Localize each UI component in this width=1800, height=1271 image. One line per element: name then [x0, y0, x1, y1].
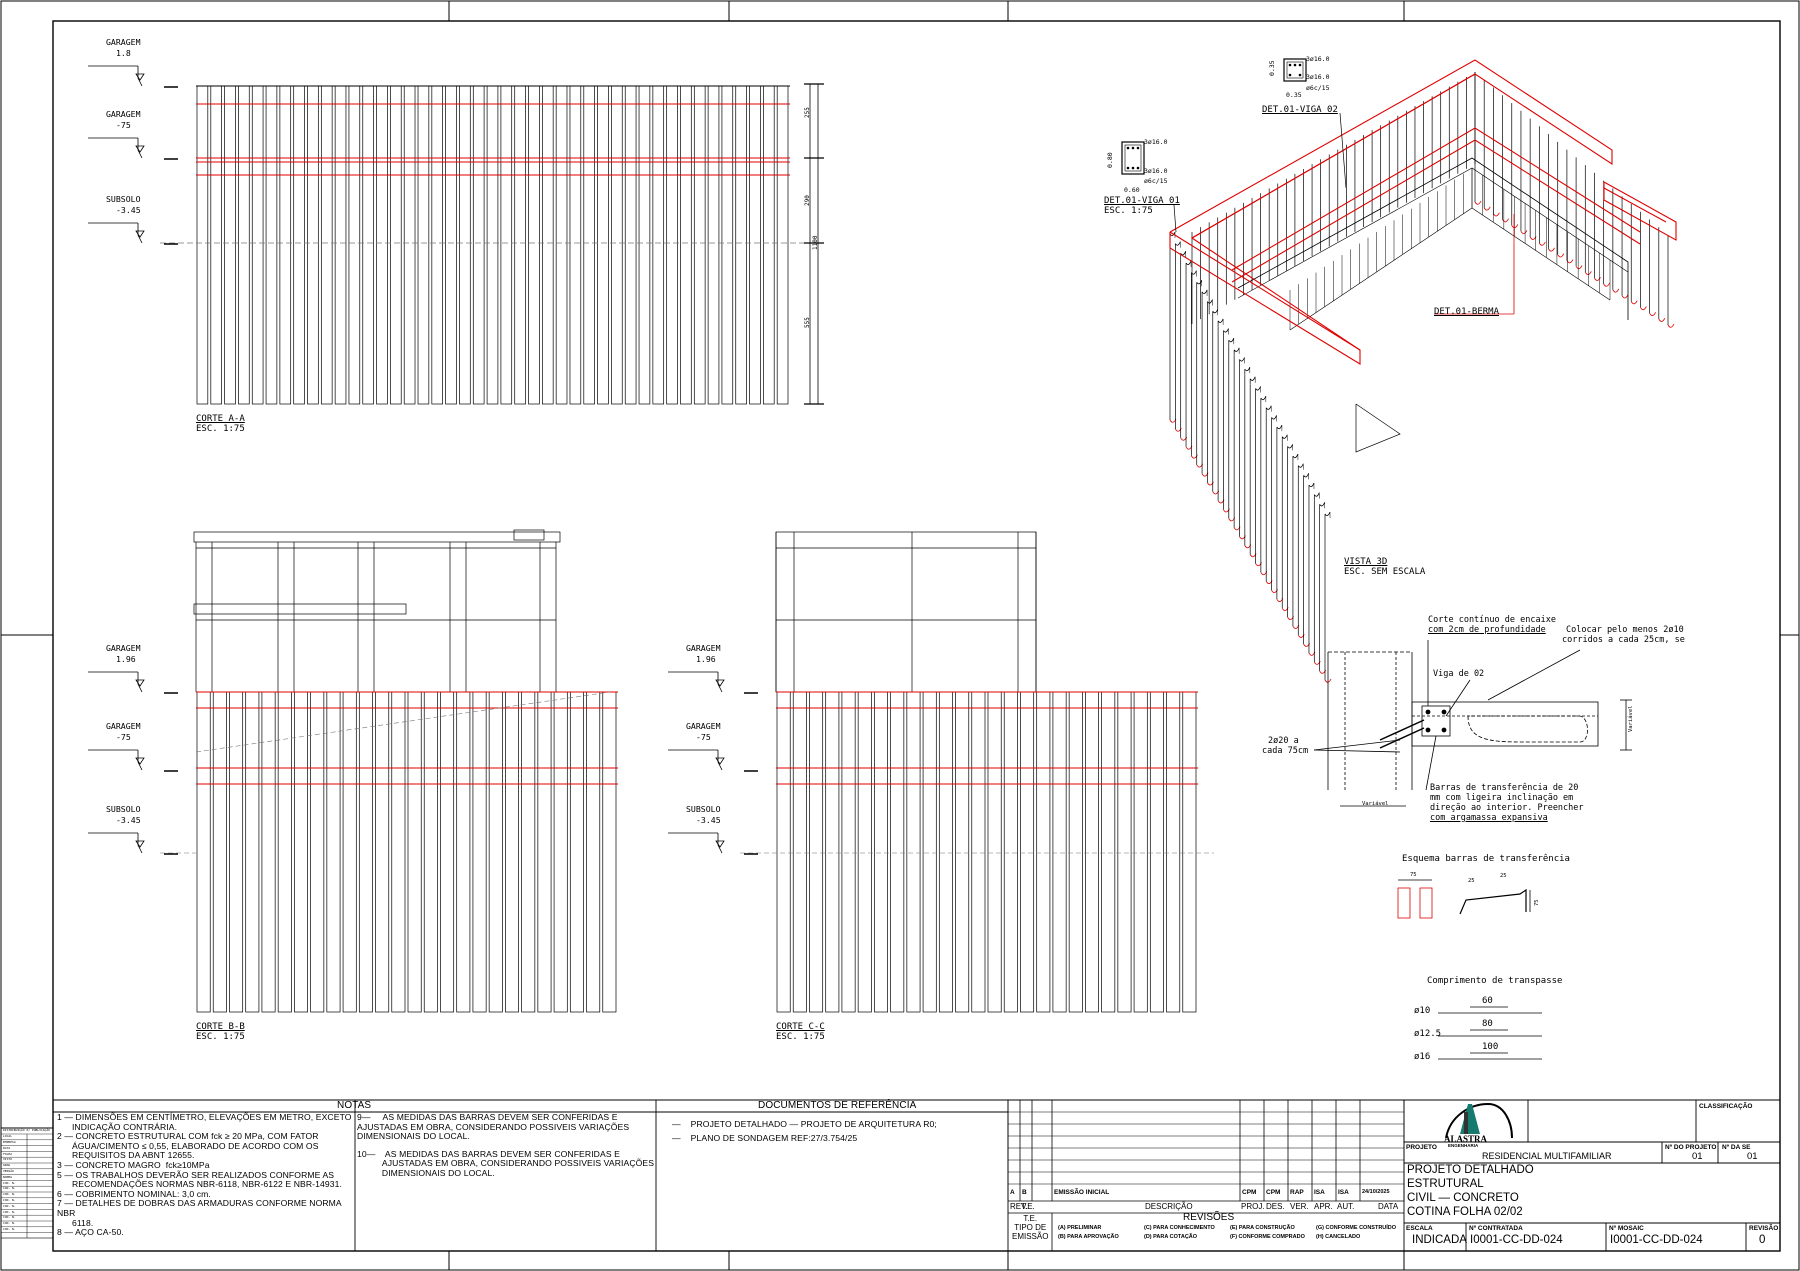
revision-header: VER. — [1290, 1202, 1309, 1211]
revision-cell: ISA — [1314, 1189, 1325, 1196]
docs-ref-header: DOCUMENTOS DE REFERÊNCIA — [758, 1100, 917, 1111]
section-b-b — [160, 529, 618, 1013]
nota-item: 5 — OS TRABALHOS DEVERÃO SER REALIZADOS … — [57, 1169, 343, 1190]
docs-ref-list: — PROJETO DETALHADO — PROJETO DE ARQUITE… — [672, 1117, 992, 1145]
vista-3d — [1121, 58, 1677, 683]
n-se-value: 01 — [1747, 1151, 1758, 1162]
section-c-c — [740, 531, 1214, 1013]
desc-3: CIVIL — CONCRETO — [1407, 1192, 1519, 1204]
alastra-logo-icon — [1445, 1102, 1513, 1139]
detail-joint — [1313, 640, 1632, 807]
revision-header: T.E. — [1021, 1202, 1035, 1211]
escala-label: ESCALA — [1406, 1225, 1433, 1232]
projeto-label: PROJETO — [1406, 1144, 1437, 1151]
logo-sub: ENGENHARIA — [1448, 1143, 1479, 1148]
n-projeto-label: Nº DO PROJETO — [1665, 1144, 1717, 1151]
escala-value: INDICADA — [1412, 1234, 1467, 1246]
nota-item: 10— AS MEDIDAS DAS BARRAS DEVEM SER CONF… — [357, 1148, 655, 1178]
nota-item: 6 — COBRIMENTO NOMINAL: 3,0 cm. — [57, 1188, 211, 1199]
revisao-label: REVISÃO — [1749, 1225, 1779, 1232]
revision-cell: CPM — [1242, 1189, 1257, 1196]
lap-length-table — [1438, 1006, 1542, 1060]
bottom-table-lines — [53, 1099, 1780, 1251]
revision-cell: 24/10/2025 — [1362, 1189, 1390, 1195]
emission-type: (D) PARA COTAÇÃO — [1144, 1234, 1198, 1240]
doc-ref-item: — PROJETO DETALHADO — PROJETO DE ARQUITE… — [672, 1119, 937, 1129]
contratada-label: Nº CONTRATADA — [1469, 1225, 1523, 1232]
n-projeto-value: 01 — [1692, 1151, 1703, 1162]
logo-text: ALASTRA — [1444, 1134, 1488, 1144]
doc-ref-item: — PLANO DE SONDAGEM REF:27/3.754/25 — [672, 1133, 858, 1143]
n-se-label: Nº DA SE — [1722, 1144, 1751, 1151]
elevation-markers — [88, 65, 758, 855]
left-stamp-table — [0, 1127, 54, 1239]
revision-header: DESCRIÇÃO — [1145, 1202, 1193, 1211]
revision-header: DES. — [1266, 1202, 1285, 1211]
revision-header: REV. — [1010, 1202, 1028, 1211]
revisions-title: REVISÕES — [1183, 1212, 1235, 1223]
revision-cell: ISA — [1338, 1189, 1349, 1196]
desc-1: PROJETO DETALHADO — [1407, 1164, 1534, 1176]
emission-type: (H) CANCELADO — [1316, 1234, 1361, 1240]
mosaic-value: I0001-CC-DD-024 — [1610, 1234, 1703, 1246]
nota-item: 8 — AÇO CA-50. — [57, 1227, 124, 1238]
transfer-bar-schema — [1397, 879, 1531, 919]
emission-type: (F) CONFORME COMPRADO — [1230, 1234, 1305, 1240]
revision-header: AUT. — [1337, 1202, 1355, 1211]
notas-col1: 1 — DIMENSÕES EM CENTÍMETRO, ELEVAÇÕES E… — [57, 1112, 355, 1238]
projeto-value: RESIDENCIAL MULTIFAMILIAR — [1482, 1151, 1612, 1161]
revision-cell: CPM — [1266, 1189, 1281, 1196]
emission-type: (E) PARA CONSTRUÇÃO — [1230, 1225, 1295, 1231]
contratada-value: I0001-CC-DD-024 — [1470, 1234, 1563, 1246]
emission-type: (C) PARA CONHECIMENTO — [1144, 1225, 1215, 1231]
revision-header: DATA — [1378, 1202, 1399, 1211]
nota-item: 3 — CONCRETO MAGRO fck≥10MPa — [57, 1159, 210, 1170]
notas-header: NOTAS — [337, 1100, 372, 1111]
revision-cell: EMISSÃO INICIAL — [1054, 1189, 1110, 1196]
section-a-a — [160, 83, 824, 405]
mosaic-label: Nº MOSAIC — [1609, 1225, 1644, 1232]
notas-col2: 9— AS MEDIDAS DAS BARRAS DEVEM SER CONFE… — [357, 1112, 655, 1179]
desc-4: COTINA FOLHA 02/02 — [1407, 1206, 1523, 1218]
revision-cell: A — [1010, 1189, 1015, 1196]
revisao-value: 0 — [1759, 1234, 1766, 1246]
revision-cell: B — [1022, 1189, 1027, 1196]
emission-type: (B) PARA APROVAÇÃO — [1058, 1234, 1119, 1240]
nota-item: 7 — DETALHES DE DOBRAS DAS ARMADURAS CON… — [57, 1198, 342, 1228]
te-label: T.E. TIPO DE EMISSÃO — [1012, 1214, 1049, 1241]
revision-header: APR. — [1314, 1202, 1333, 1211]
nota-item: 9— AS MEDIDAS DAS BARRAS DEVEM SER CONFE… — [357, 1112, 630, 1142]
nota-item: 1 — DIMENSÕES EM CENTÍMETRO, ELEVAÇÕES E… — [57, 1112, 352, 1132]
revision-header: PROJ. — [1241, 1202, 1265, 1211]
emission-type: (A) PRELIMINAR — [1058, 1225, 1102, 1231]
revision-cell: RAP — [1290, 1189, 1304, 1196]
classificacao-label: CLASSIFICAÇÃO — [1699, 1103, 1753, 1110]
nota-item: 2 — CONCRETO ESTRUTURAL COM fck ≥ 20 MPa… — [57, 1131, 319, 1161]
emission-type: (G) CONFORME CONSTRUÍDO — [1316, 1225, 1397, 1231]
desc-2: ESTRUTURAL — [1407, 1178, 1484, 1190]
